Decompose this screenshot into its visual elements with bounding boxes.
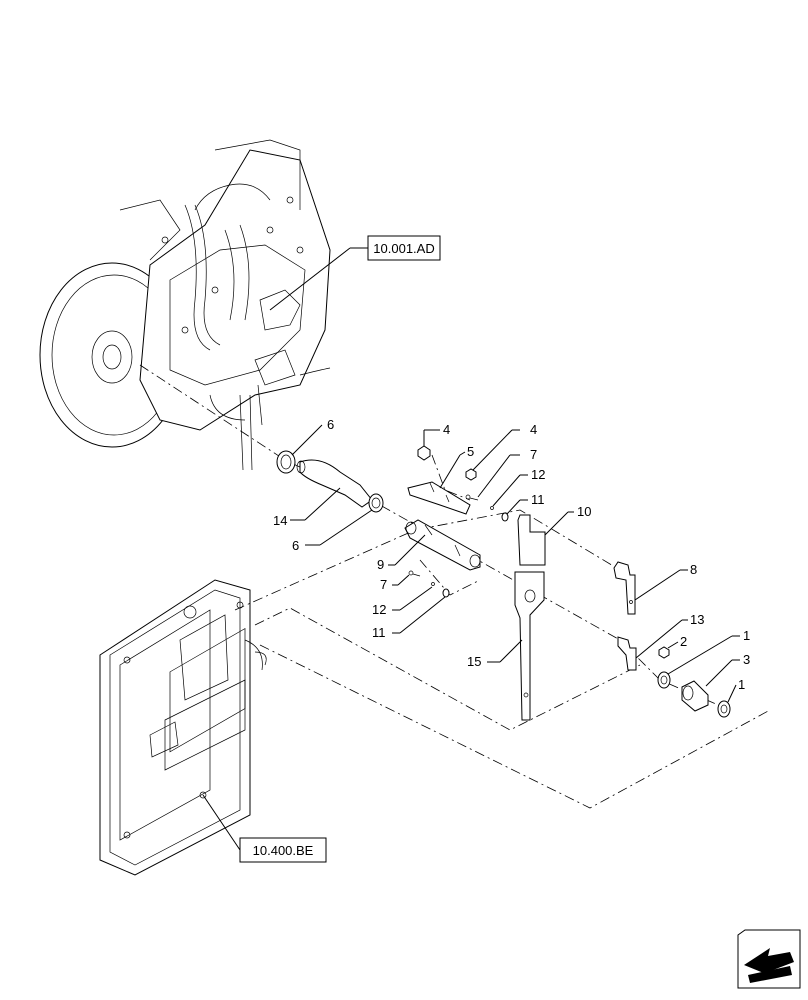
callout-14: 14: [273, 513, 287, 528]
centerline-radiator-2: [259, 644, 771, 809]
part-15-long-bracket[interactable]: [514, 571, 545, 721]
part-11-nut-b[interactable]: [442, 588, 450, 598]
centerline-bracket: [234, 509, 621, 611]
part-1-clamp-b[interactable]: [717, 700, 731, 718]
callout-7-a: 7: [530, 447, 537, 462]
callout-7-b: 7: [380, 577, 387, 592]
callout-2: 2: [680, 634, 687, 649]
callout-11-a: 11: [531, 492, 545, 507]
part-8-bracket[interactable]: [613, 561, 636, 615]
part-9-pipe[interactable]: [404, 519, 481, 571]
part-4-bolt-b[interactable]: [465, 468, 477, 481]
engine-assembly[interactable]: [39, 139, 331, 471]
callout-4-a: 4: [443, 422, 450, 437]
callout-15: 15: [467, 654, 481, 669]
centerline-radiator-1: [254, 607, 641, 731]
centerline-pipe: [419, 559, 481, 596]
part-13-small-bracket[interactable]: [617, 636, 637, 671]
radiator-ref-label: 10.400.BE: [253, 843, 314, 858]
part-14-hose[interactable]: [296, 459, 373, 508]
radiator-ref-leader: [202, 794, 241, 851]
radiator-ref-box[interactable]: [239, 837, 327, 863]
callout-11-b: 11: [372, 625, 386, 640]
next-page-arrow-icon[interactable]: [737, 929, 801, 989]
part-11-nut-a[interactable]: [501, 512, 509, 522]
centerline-hose: [139, 364, 731, 711]
engine-ref-box[interactable]: [367, 235, 441, 261]
part-4-bolt-a[interactable]: [417, 445, 431, 461]
engine-ref-leader: [269, 247, 351, 311]
part-10-plate[interactable]: [517, 514, 546, 566]
callout-4-b: 4: [530, 422, 537, 437]
callout-9: 9: [377, 557, 384, 572]
part-2-nut[interactable]: [658, 646, 670, 659]
callout-12-a: 12: [531, 467, 545, 482]
callout-10: 10: [577, 504, 591, 519]
callout-12-b: 12: [372, 602, 386, 617]
part-3-sleeve[interactable]: [681, 680, 709, 712]
part-7-screw-b[interactable]: [408, 570, 421, 577]
part-12-washer-a[interactable]: [490, 506, 494, 510]
callout-1-a: 1: [743, 628, 750, 643]
part-5-bracket[interactable]: [407, 481, 471, 515]
callout-8: 8: [690, 562, 697, 577]
callout-6-lower: 6: [292, 538, 299, 553]
part-12-washer-b[interactable]: [431, 582, 435, 586]
callout-6-upper: 6: [327, 417, 334, 432]
radiator-assembly[interactable]: [99, 579, 267, 876]
part-6-clamp-lower[interactable]: [368, 493, 384, 513]
engine-ref-label: 10.001.AD: [373, 241, 434, 256]
part-6-clamp-upper[interactable]: [276, 450, 296, 474]
part-7-screw-a[interactable]: [465, 494, 479, 501]
callout-5: 5: [467, 444, 474, 459]
callouts: 6 14 6 4 5 4 7 12 11 10 9 7 12 11 8 13 2…: [273, 417, 750, 692]
part-1-clamp-a[interactable]: [657, 671, 671, 689]
callout-3: 3: [743, 652, 750, 667]
leader-lines: [290, 424, 740, 703]
callout-1-b: 1: [738, 677, 745, 692]
callout-13: 13: [690, 612, 704, 627]
